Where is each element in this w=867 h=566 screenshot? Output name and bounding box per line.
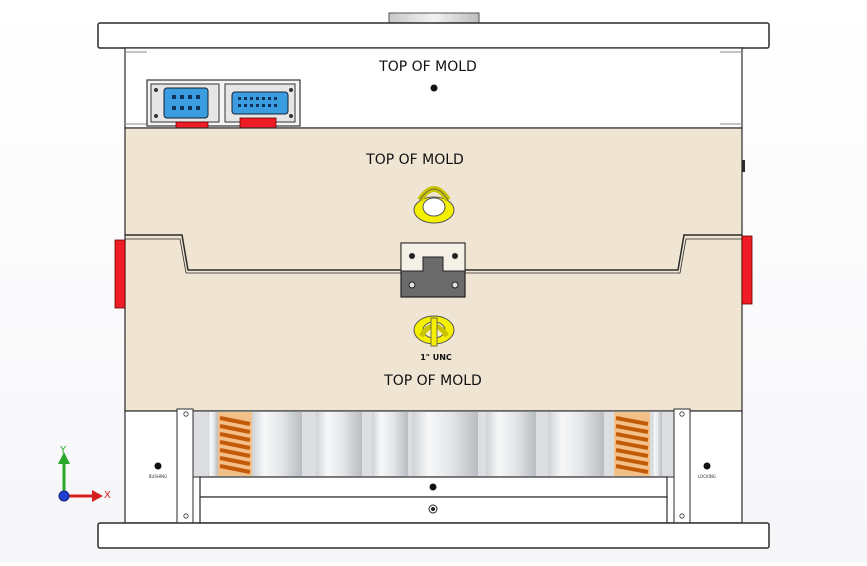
- right-side-lock: [741, 235, 753, 305]
- return-spring-right: [614, 412, 650, 476]
- lifting-eye-lower: [413, 315, 455, 347]
- triad-y-label: Y: [59, 445, 67, 456]
- triad-x-label: X: [104, 490, 111, 501]
- coordinate-triad[interactable]: Y X: [58, 445, 111, 502]
- locating-ring: [388, 12, 480, 24]
- left-housing-hole: [154, 462, 162, 470]
- top-plate-hole: [430, 84, 438, 92]
- electrical-connectors: [146, 79, 301, 131]
- thread-label: 1" UNC: [420, 353, 452, 362]
- bottom-clamp-plate: [97, 522, 770, 549]
- support-rail-right: [673, 408, 691, 524]
- left-side-lock: [114, 239, 126, 309]
- right-housing-hole: [703, 462, 711, 470]
- return-spring-left: [218, 412, 252, 476]
- center-lock-block: [400, 242, 466, 298]
- lifting-eye-upper: [413, 186, 455, 224]
- cavity-upper-label: TOP OF MOLD: [365, 152, 464, 168]
- ejector-pins: [208, 412, 662, 476]
- support-rail-left: [176, 408, 194, 524]
- connector-right: [231, 91, 289, 115]
- left-hole-tag: BUSHING: [149, 474, 168, 479]
- top-clamp-plate: [97, 22, 770, 49]
- top-plate-label: TOP OF MOLD: [378, 59, 477, 75]
- right-hole-tag: LOCKING: [698, 474, 716, 479]
- connector-left: [163, 87, 209, 119]
- connector-latch-right: [239, 117, 277, 129]
- cavity-lower-label: TOP OF MOLD: [383, 373, 482, 389]
